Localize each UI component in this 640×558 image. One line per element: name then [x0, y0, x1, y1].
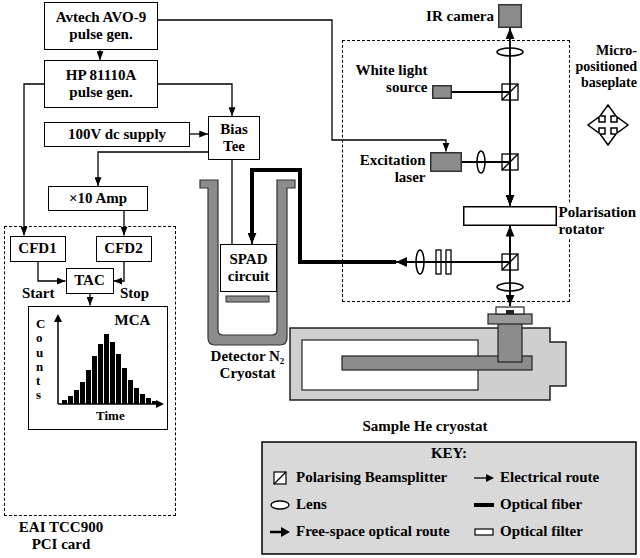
laser-shape [430, 152, 462, 172]
instrument-box: 100V dc supply [44, 122, 190, 147]
card-outline: EAI TCC900 PCI cardCFD1CFD2TACMCA [4, 226, 176, 516]
node-label: Avtech AVO-9 pulse gen. [48, 9, 154, 43]
sample-cryostat: Sample He cryostat [282, 306, 568, 440]
legend-symbol [271, 501, 289, 509]
legend-symbol [474, 474, 494, 482]
node-label: HP 81110A pulse gen. [48, 67, 154, 101]
electrical-route [89, 294, 90, 306]
legend-symbol [270, 527, 290, 537]
signal-label: Stop [120, 285, 149, 302]
legend-text: Polarising Beamsplitter [296, 469, 447, 486]
node-label: Micro-positioned baseplate [573, 43, 637, 91]
legend-text: Optical filter [500, 523, 583, 540]
legend-text: Free-space optical route [296, 523, 450, 540]
camera: IR camera [408, 4, 524, 30]
electrical-route [123, 211, 124, 236]
electrical-route [38, 262, 66, 282]
node-label: White light source [348, 62, 428, 96]
optical-route [462, 162, 511, 206]
electrical-route [24, 84, 44, 236]
electrical-route [190, 133, 208, 134]
legend-text: Optical fiber [500, 496, 582, 513]
key-heading: KEY: [262, 445, 636, 462]
node-label: SPAD circuit [224, 251, 273, 285]
node-label: Sample He cryostat [282, 418, 568, 435]
baseplate-outline: Micro-positioned baseplateWhite light so… [342, 40, 570, 302]
module-box: TAC [66, 268, 114, 294]
node-label: MCA [105, 312, 161, 329]
instrument-box: Bias Tee [208, 116, 260, 160]
node-label: ×10 Amp [69, 190, 127, 207]
module-box: CFD2 [96, 236, 152, 262]
signal-label: Start [22, 285, 55, 302]
instrument-box: Avtech AVO-9 pulse gen. [44, 2, 158, 50]
electrical-route [231, 160, 232, 244]
key-panel [262, 442, 636, 554]
node-label: CFD1 [18, 240, 56, 257]
electrical-route [114, 262, 125, 282]
laser: Excitation laser [344, 150, 464, 188]
node-label: CFD2 [104, 240, 142, 257]
legend-symbol [474, 505, 494, 506]
sample-cryostat-shape [282, 306, 568, 416]
legend-text: Lens [296, 496, 327, 513]
electrical-route [99, 50, 100, 60]
node-label: 100V dc supply [68, 126, 166, 143]
instrument-box: ×10 Amp [48, 186, 148, 211]
node-label: IR camera [408, 8, 494, 25]
node-label: Excitation laser [344, 152, 426, 186]
electrical-route [158, 84, 232, 116]
node-label: Polarisation rotator [559, 204, 638, 238]
legend-text: Electrical route [500, 469, 599, 486]
instrument-box: HP 81110A pulse gen. [44, 60, 158, 108]
node-label: Detector N₂ Cryostat [190, 348, 305, 382]
detector-cryostat: Detector N₂ CryostatSPAD circuit [200, 180, 295, 385]
axis-label: Counts [36, 317, 49, 403]
polarisation-rotator: Polarisation rotator [463, 204, 639, 240]
detector-circuit: SPAD circuit [220, 244, 277, 292]
node-label: EAI TCC900 PCI card [5, 519, 117, 553]
camera-shape [498, 4, 522, 28]
optical-route [452, 92, 511, 206]
node-label: Bias Tee [212, 121, 256, 155]
node-label: TAC [74, 272, 105, 289]
light-source-shape [432, 85, 452, 99]
electrical-route [98, 152, 208, 186]
optical-route [509, 28, 511, 206]
axis-label: Time [96, 407, 125, 424]
module-box: CFD1 [10, 236, 66, 262]
legend-symbol [274, 472, 286, 484]
light-source: White light source [348, 60, 454, 100]
legend-symbol [475, 529, 493, 535]
polarisation-rotator-shape [463, 206, 557, 226]
four-way-arrow [588, 105, 628, 145]
